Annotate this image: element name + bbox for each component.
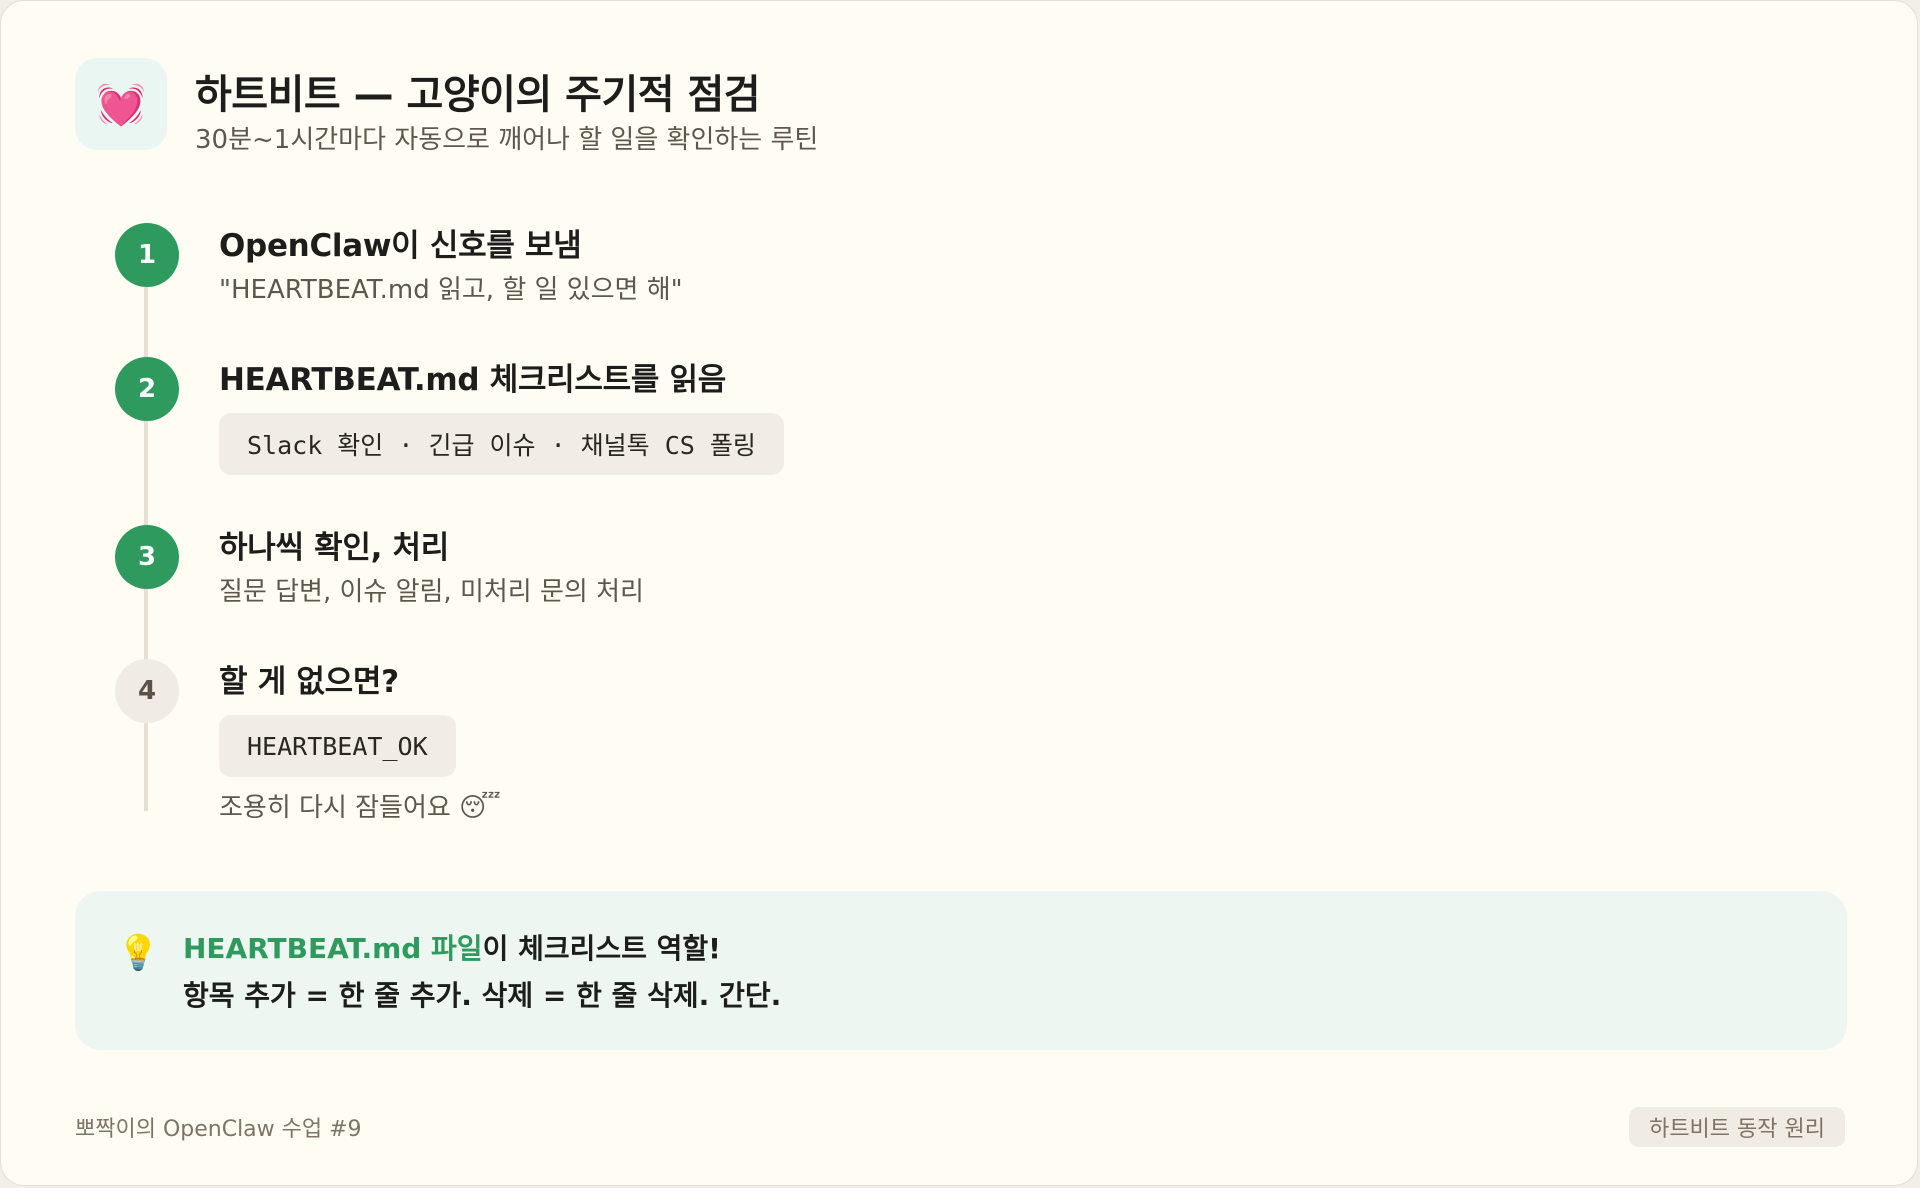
step-3-number: 3: [115, 525, 179, 589]
page-subtitle: 30분~1시간마다 자동으로 깨어나 할 일을 확인하는 루틴: [195, 125, 819, 155]
tip-box: 💡 HEARTBEAT.md 파일이 체크리스트 역할! 항목 추가 = 한 줄…: [75, 891, 1847, 1050]
footer-series-label: 뽀짝이의 OpenClaw 수업 #9: [75, 1117, 362, 1142]
step-4-status-code: HEARTBEAT_OK: [219, 715, 456, 777]
step-2-number: 2: [115, 357, 179, 421]
tip-detail: 항목 추가 = 한 줄 추가. 삭제 = 한 줄 삭제. 간단.: [183, 979, 782, 1012]
page-title: 하트비트 — 고양이의 주기적 점검: [195, 72, 761, 118]
step-2-checklist-code: Slack 확인 · 긴급 이슈 · 채널톡 CS 폴링: [219, 413, 784, 475]
step-3-description: 질문 답변, 이슈 알림, 미처리 문의 처리: [219, 577, 644, 607]
beating-heart-icon: 💓: [75, 58, 167, 150]
step-1-title: OpenClaw이 신호를 보냄: [219, 228, 582, 264]
step-4-number: 4: [115, 659, 179, 723]
tip-headline-rest: 이 체크리스트 역할!: [482, 932, 721, 965]
tip-headline: HEARTBEAT.md 파일이 체크리스트 역할!: [183, 927, 721, 967]
step-3-title: 하나씩 확인, 처리: [219, 530, 450, 566]
light-bulb-icon: 💡: [117, 933, 160, 973]
header: 💓 하트비트 — 고양이의 주기적 점검 30분~1시간마다 자동으로 깨어나 …: [75, 58, 818, 155]
step-2-title: HEARTBEAT.md 체크리스트를 읽음: [219, 362, 726, 398]
step-4-description: 조용히 다시 잠들어요 😴: [219, 793, 501, 823]
tip-accent-text: HEARTBEAT.md 파일: [183, 932, 483, 965]
step-1-number: 1: [115, 223, 179, 287]
step-4-title: 할 게 없으면?: [219, 664, 399, 700]
footer-topic-badge: 하트비트 동작 원리: [1629, 1107, 1845, 1147]
step-1-description: "HEARTBEAT.md 읽고, 할 일 있으면 해": [219, 275, 683, 305]
